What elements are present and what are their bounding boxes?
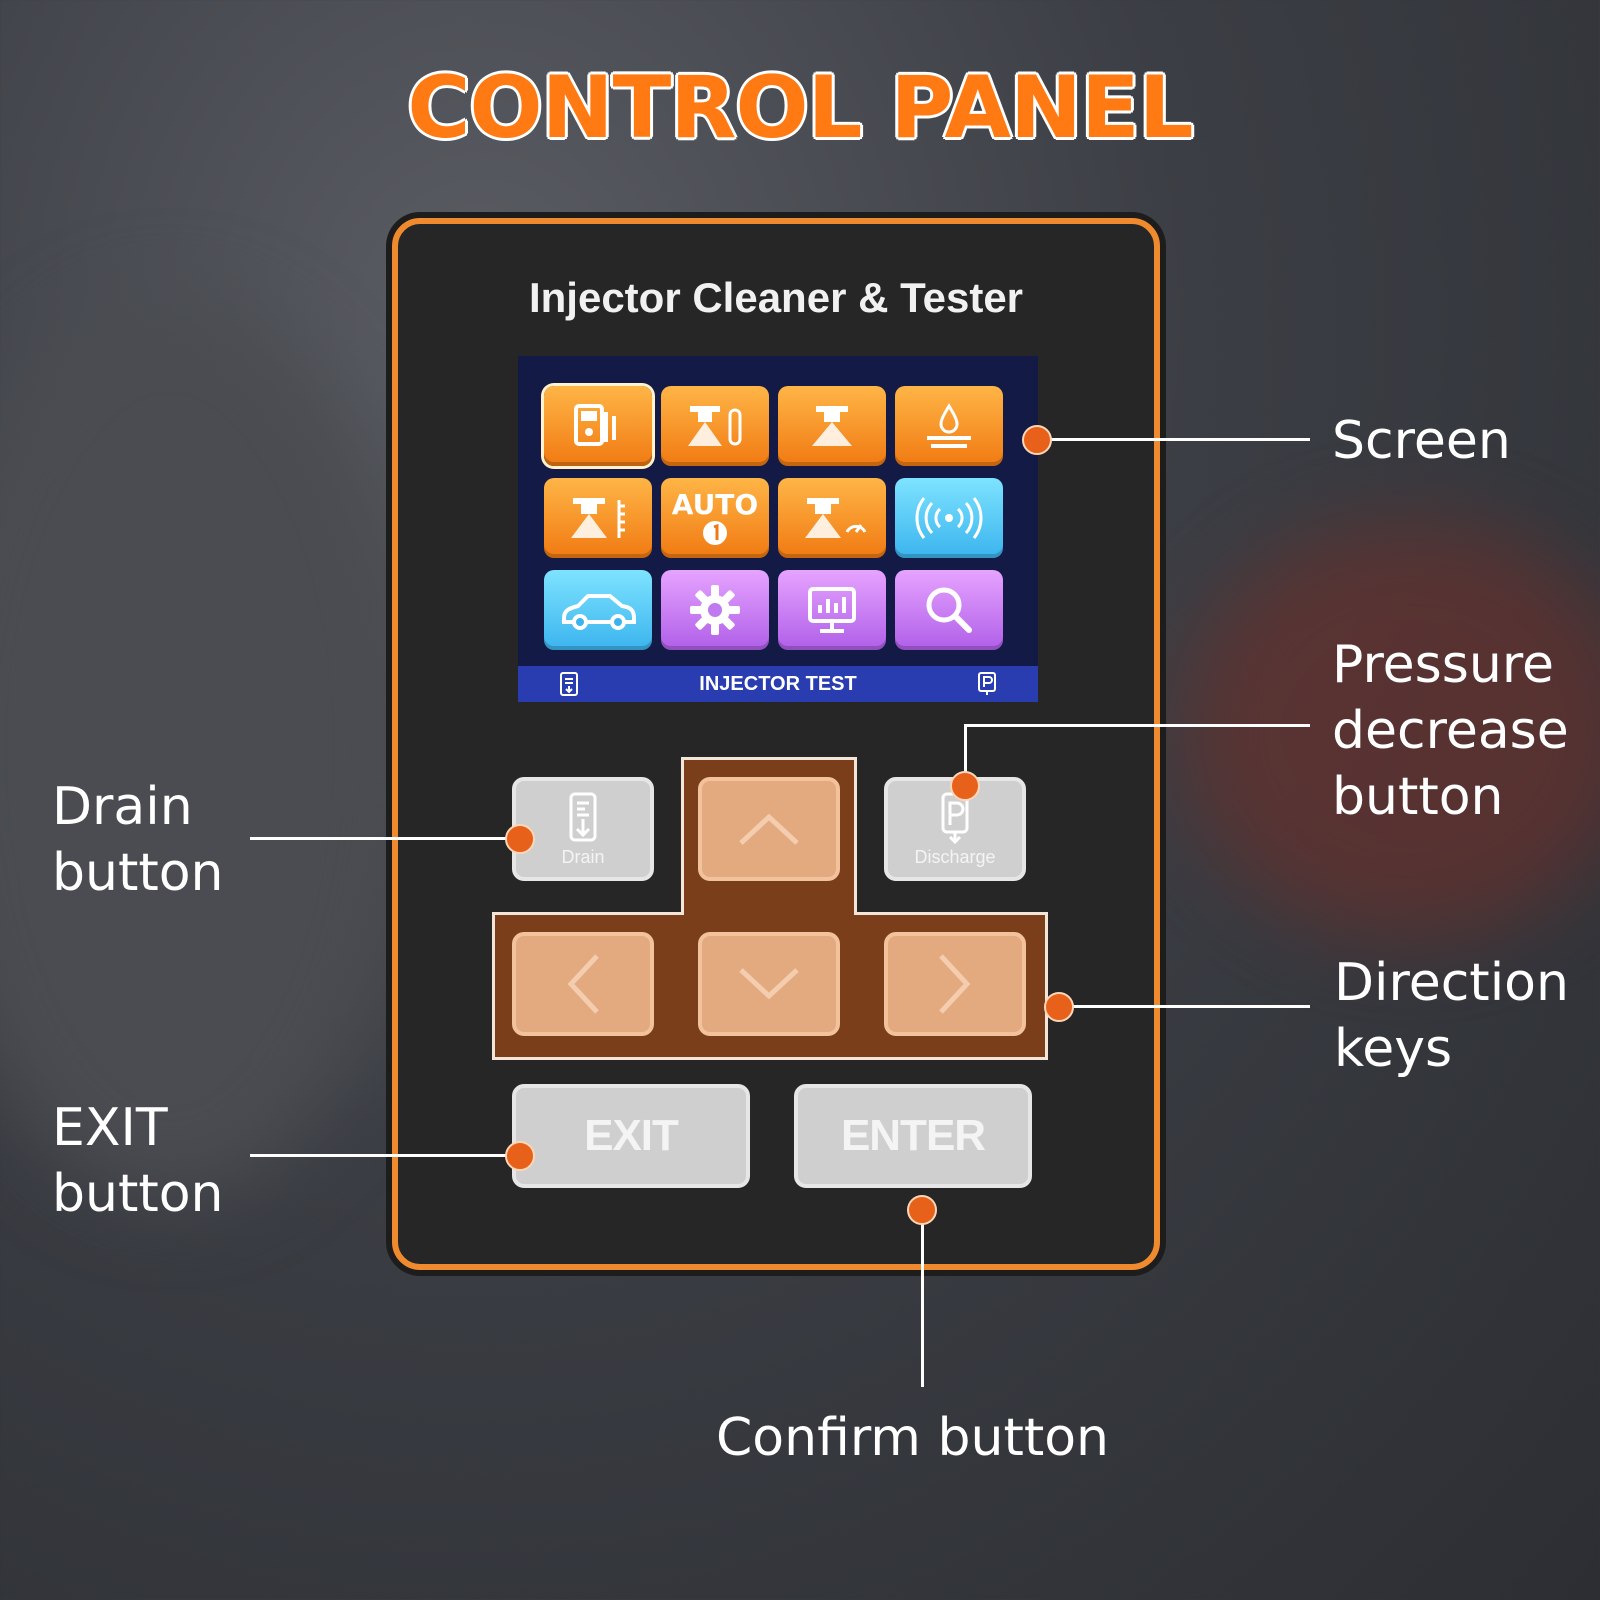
drain-button-label: Drain <box>561 846 605 867</box>
chevron-up-icon <box>739 813 799 845</box>
ultrasonic-icon[interactable] <box>895 478 1003 558</box>
confirm-marker <box>907 1195 937 1225</box>
pressure-callout: Pressure decrease button <box>1332 632 1569 830</box>
exit-leader-line <box>250 1154 520 1157</box>
confirm-callout: Confirm button <box>716 1408 1109 1468</box>
drain-button[interactable]: Drain <box>512 777 654 881</box>
drain-icon <box>569 792 597 841</box>
auto-label: AUTO <box>671 488 759 521</box>
background-blur <box>0 300 420 1200</box>
exit-callout-line: EXIT <box>52 1098 168 1158</box>
background-blur <box>1180 520 1600 940</box>
enter-button[interactable]: ENTER <box>794 1084 1032 1188</box>
monitor-chart-icon[interactable] <box>778 570 886 650</box>
pressure-callout-line: Pressure <box>1332 635 1555 695</box>
pressure-callout-line: button <box>1332 767 1504 827</box>
screen-marker <box>1022 425 1052 455</box>
pressure-leader-line-h <box>964 724 1310 727</box>
drain-leader-line <box>250 837 520 840</box>
exit-button-label: EXIT <box>584 1111 679 1160</box>
exit-callout: EXIT button <box>52 1095 224 1227</box>
down-arrow-button[interactable] <box>698 932 840 1036</box>
discharge-status-icon <box>978 672 996 695</box>
confirm-leader-line <box>921 1215 924 1387</box>
device-title: Injector Cleaner & Tester <box>528 274 1024 321</box>
enter-button-label: ENTER <box>840 1111 986 1160</box>
gear-icon[interactable] <box>661 570 769 650</box>
exit-callout-line: button <box>52 1164 224 1224</box>
injector-measure-icon[interactable] <box>544 478 652 558</box>
lcd-screen[interactable]: AUTO INJECTOR TEST <box>518 356 1038 702</box>
drain-callout: Drain button <box>52 774 224 906</box>
drain-callout-line: button <box>52 843 224 903</box>
direction-marker <box>1044 992 1074 1022</box>
direction-pad-join <box>684 910 854 916</box>
lcd-status-bar: INJECTOR TEST <box>518 666 1038 702</box>
injector-tube-icon[interactable] <box>661 386 769 466</box>
drain-marker <box>505 824 535 854</box>
discharge-button-label: Discharge <box>914 846 996 867</box>
direction-callout-line: keys <box>1334 1019 1453 1079</box>
screen-callout: Screen <box>1332 411 1511 471</box>
search-icon[interactable] <box>895 570 1003 650</box>
exit-button[interactable]: EXIT <box>512 1084 750 1188</box>
pressure-leader-line-v <box>964 724 967 784</box>
chevron-right-icon <box>939 954 971 1014</box>
auto-icon[interactable]: AUTO <box>661 478 769 558</box>
exit-marker <box>505 1141 535 1171</box>
lcd-status-text: INJECTOR TEST <box>699 672 857 695</box>
drain-callout-line: Drain <box>52 777 193 837</box>
pressure-callout-line: decrease <box>1332 701 1569 761</box>
right-arrow-button[interactable] <box>884 932 1026 1036</box>
drop-level-icon[interactable] <box>895 386 1003 466</box>
drain-status-icon <box>560 672 578 696</box>
left-arrow-button[interactable] <box>512 932 654 1036</box>
direction-callout-line: Direction <box>1334 953 1569 1013</box>
direction-callout: Direction keys <box>1334 950 1569 1082</box>
control-panel-device: Injector Cleaner & Tester AUTO <box>392 218 1160 1270</box>
chevron-down-icon <box>739 968 799 1000</box>
number-one-icon <box>703 521 727 545</box>
screen-leader-line <box>1040 438 1310 441</box>
direction-leader-line <box>1072 1005 1310 1008</box>
injector-spray-icon[interactable] <box>778 386 886 466</box>
up-arrow-button[interactable] <box>698 777 840 881</box>
chevron-left-icon <box>567 954 599 1014</box>
pressure-marker <box>950 771 980 801</box>
car-icon[interactable] <box>544 570 652 650</box>
page-title: CONTROL PANEL <box>407 58 1193 158</box>
injector-gauge-icon[interactable] <box>778 478 886 558</box>
fuel-tester-icon[interactable] <box>544 386 652 466</box>
